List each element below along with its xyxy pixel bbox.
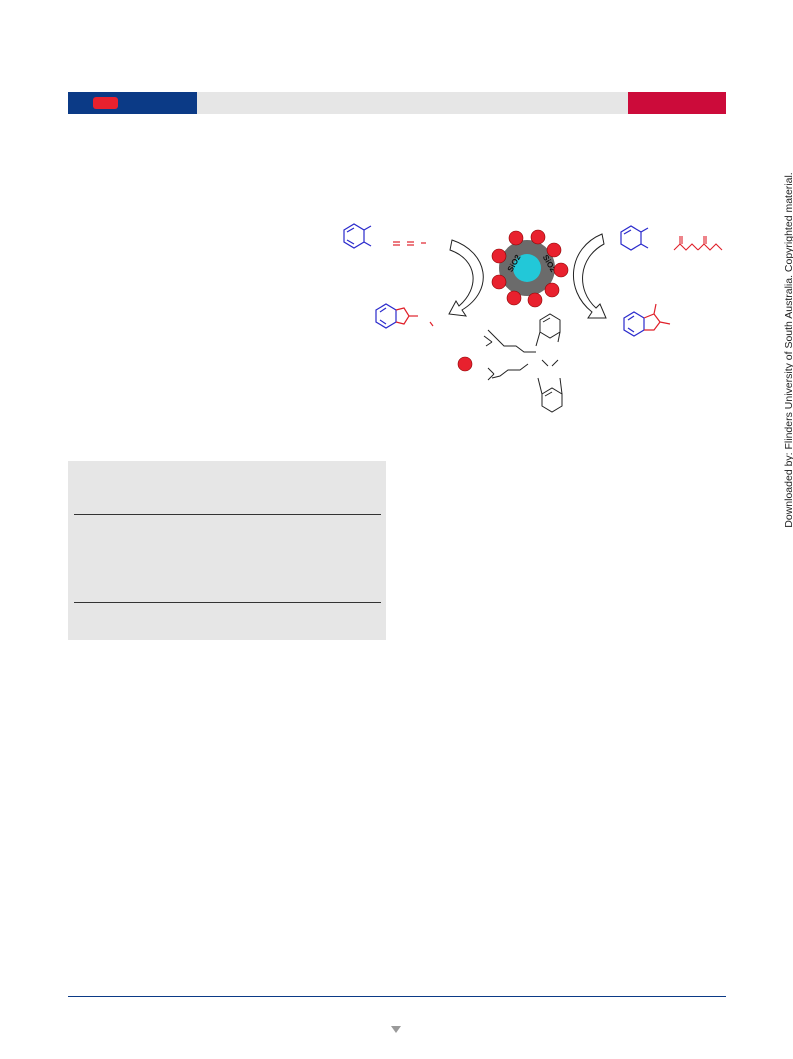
right-reactant-ring bbox=[620, 225, 649, 251]
journal-badge bbox=[93, 97, 118, 109]
header-left-block bbox=[68, 92, 197, 114]
graphical-abstract-scheme: SiO2 SiO2 bbox=[343, 223, 723, 413]
table-rule-top bbox=[74, 514, 381, 515]
right-product-heterocycle bbox=[623, 303, 671, 337]
right-reaction-arrow bbox=[572, 233, 607, 319]
metal-center-marker bbox=[457, 356, 473, 372]
copyright-side-note: Downloaded by: Flinders University of So… bbox=[783, 172, 793, 528]
footer-rule bbox=[68, 996, 726, 997]
header-bar bbox=[68, 92, 726, 114]
header-right-block bbox=[628, 92, 726, 114]
metal-nanoparticles bbox=[491, 229, 569, 308]
page-down-marker bbox=[391, 1026, 401, 1033]
left-product-benzofuran bbox=[375, 303, 434, 329]
left-reactant-ring bbox=[343, 223, 372, 249]
table-rule-bottom bbox=[74, 602, 381, 603]
left-alkyne-reagent bbox=[393, 241, 426, 246]
right-diketone-reagent bbox=[673, 236, 723, 251]
ligand-complex-structure bbox=[483, 313, 563, 413]
left-reaction-arrow bbox=[448, 239, 484, 317]
table-panel bbox=[68, 461, 386, 640]
